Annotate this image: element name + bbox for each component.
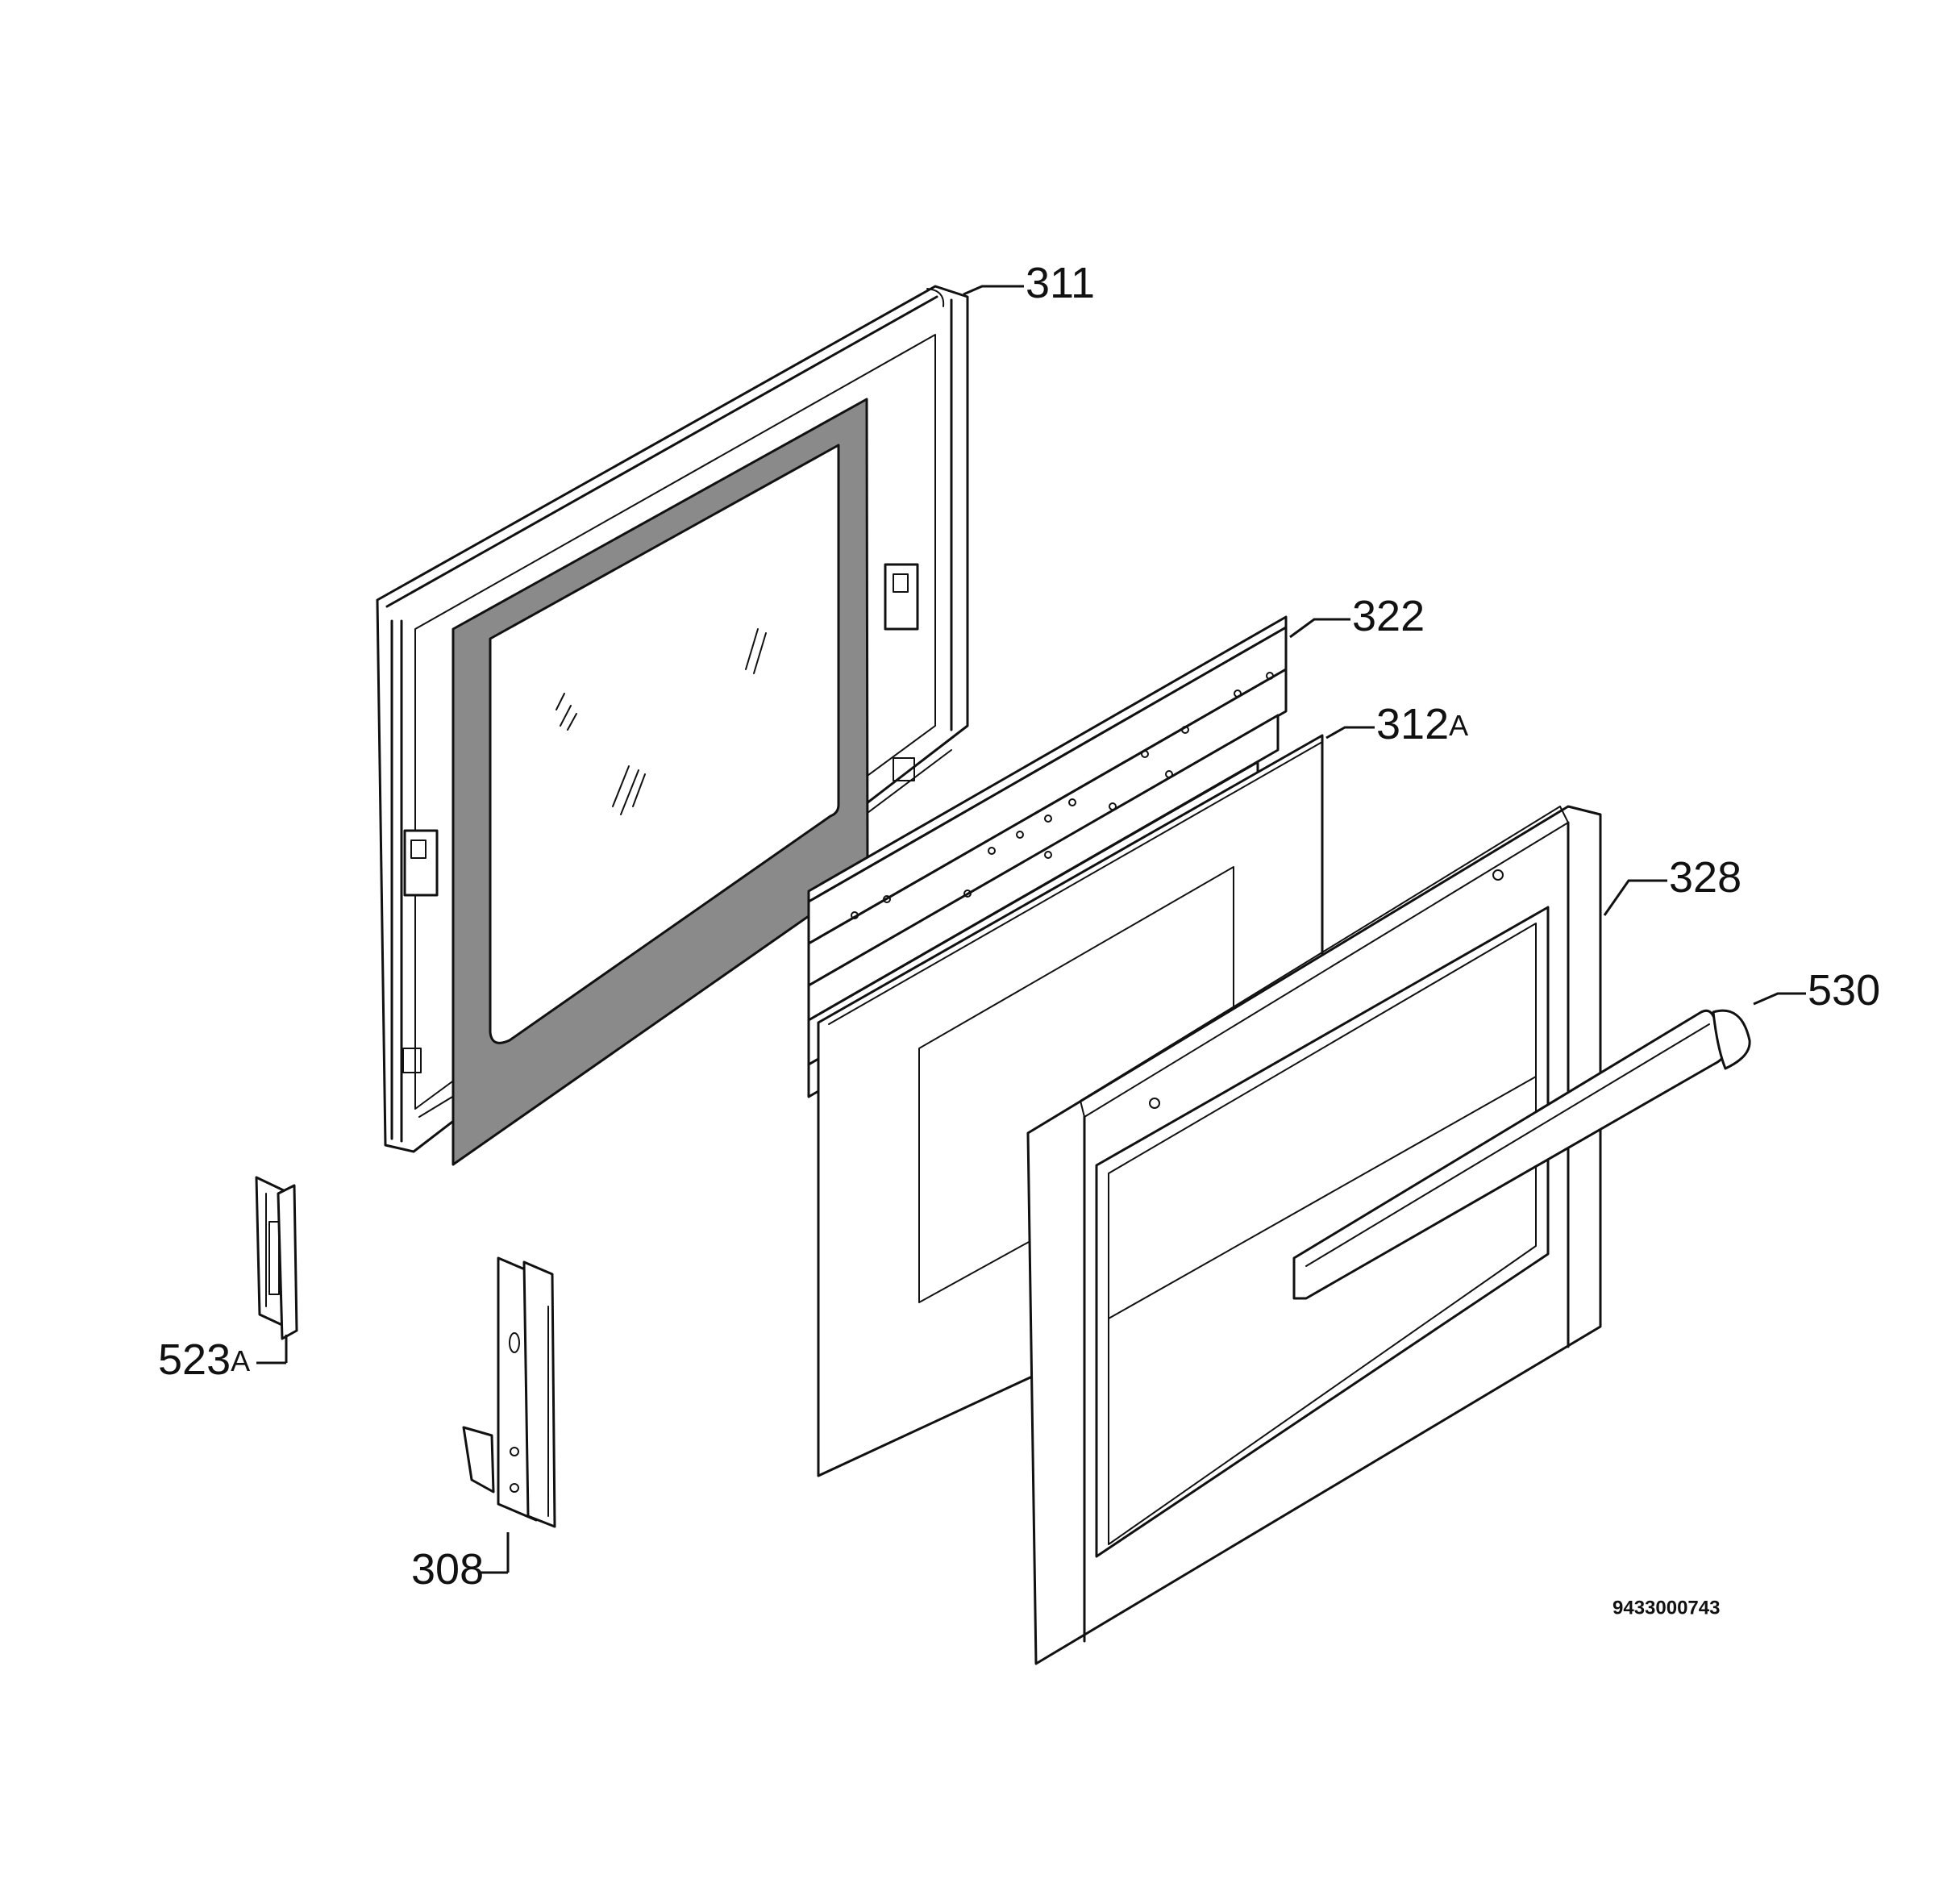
part-328-outer-door-frame [1026,805,1602,1665]
svg-text:311: 311 [1026,259,1095,307]
callout-308-number: 308 [411,1545,484,1594]
part-530-handle [1292,1009,1751,1300]
callout-523a-suffix: A [231,1344,250,1377]
svg-text:308: 308 [411,1545,484,1594]
svg-text:328: 328 [1669,853,1742,902]
callout-312a: 312A [1376,700,1468,748]
svg-text:312A: 312A [1376,700,1468,748]
callout-322-number: 322 [1352,592,1425,640]
callout-308: 308 [411,1545,484,1594]
part-308-main-hinge [462,1256,556,1528]
callout-312a-number: 312 [1376,700,1449,748]
document-number: 9433000743 [1612,1597,1720,1619]
callout-328-number: 328 [1669,853,1742,902]
callout-311-number: 311 [1026,259,1095,307]
part-311-inner-door-panel [376,285,969,1166]
callout-530: 530 [1808,966,1880,1014]
svg-text:322: 322 [1352,592,1425,640]
callout-311: 311 [1026,259,1095,307]
callout-530-number: 530 [1808,966,1880,1014]
callout-523a-number: 523 [158,1335,231,1384]
part-523a-small-hinge [255,1176,298,1340]
callout-322: 322 [1352,592,1425,640]
leader-lines [285,285,1806,1573]
callout-312a-suffix: A [1449,709,1468,742]
svg-text:530: 530 [1808,966,1880,1014]
callout-523a: 523A [158,1335,250,1384]
callout-328: 328 [1669,853,1742,902]
svg-text:523A: 523A [158,1335,250,1384]
